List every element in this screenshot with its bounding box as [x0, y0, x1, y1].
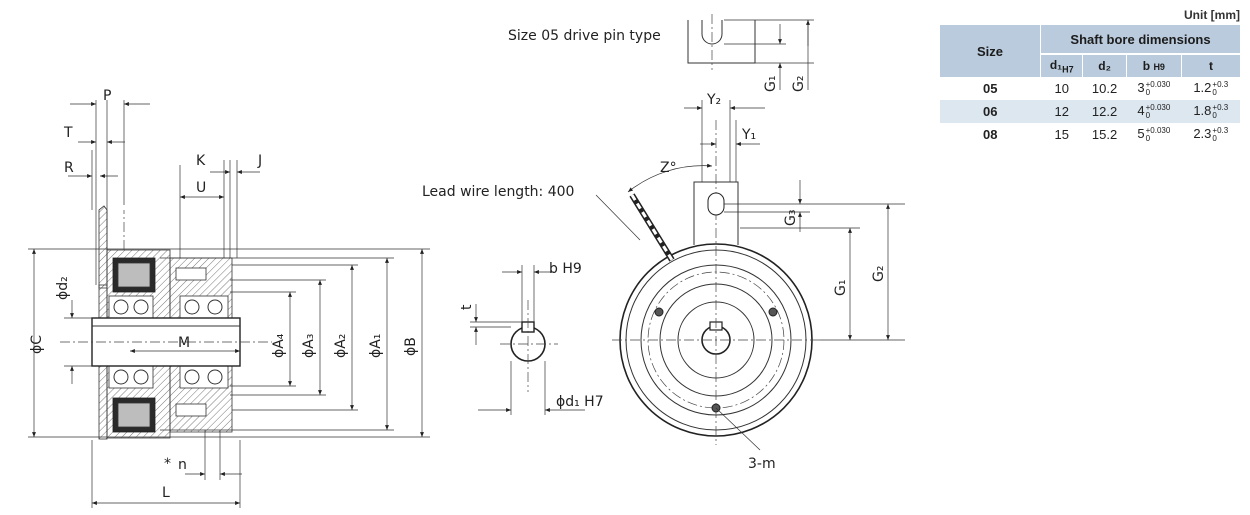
lead-wire-label: Lead wire length: 400 — [422, 184, 574, 200]
unit-label: Unit [mm] — [1184, 8, 1240, 22]
label-phiA3: ϕA₃ — [301, 334, 317, 358]
drive-pin-detail: Size 05 drive pin type G₁ G₂ — [508, 14, 814, 92]
header-t: t — [1181, 54, 1240, 77]
label-phiA4: ϕA₄ — [271, 333, 287, 358]
label-bH9: b H9 — [549, 261, 582, 277]
header-b: b H9 — [1125, 54, 1182, 77]
label-phiC: ϕC — [29, 335, 45, 354]
section-view: P T R K J U M L * n ϕC ϕd₂ — [28, 88, 430, 508]
dimension-table-panel: Unit [mm] Size Shaft bore dimensions d₁H… — [940, 8, 1240, 146]
label-asterisk: * — [164, 456, 171, 472]
label-P: P — [103, 88, 111, 104]
shaft-bore-table: Size Shaft bore dimensions d₁H7 d₂ b H9 … — [940, 25, 1240, 146]
label-L: L — [162, 485, 170, 501]
header-shaft-bore: Shaft bore dimensions — [1040, 25, 1240, 55]
label-G2-top: G₂ — [791, 76, 807, 92]
drive-pin-label: Size 05 drive pin type — [508, 28, 661, 44]
header-d1: d₁H7 — [1039, 54, 1083, 77]
label-phiA1: ϕA₁ — [368, 334, 384, 358]
label-phid2: ϕd₂ — [55, 276, 71, 300]
label-Y2: Y₂ — [706, 92, 721, 108]
label-T: T — [63, 125, 73, 141]
label-M: M — [178, 335, 190, 351]
label-G1-top: G₁ — [763, 76, 779, 92]
label-J: J — [257, 153, 262, 169]
bearings — [108, 295, 229, 389]
header-size: Size — [940, 25, 1041, 77]
label-phiA2: ϕA₂ — [333, 334, 349, 358]
label-Z: Z° — [660, 160, 677, 176]
bore-detail: b H9 t ϕd₁ H7 — [459, 261, 604, 415]
label-R: R — [64, 160, 74, 176]
header-d2: d₂ — [1082, 54, 1127, 77]
label-phid1H7: ϕd₁ H7 — [556, 394, 604, 410]
label-t: t — [459, 304, 475, 310]
label-n: n — [178, 457, 187, 473]
label-U: U — [196, 180, 206, 196]
front-view: Lead wire length: 400 Z° Y₂ Y₁ G₃ G₁ G₂ … — [422, 92, 905, 472]
label-G1-front: G₁ — [833, 280, 849, 296]
label-G3: G₃ — [783, 210, 799, 226]
label-Y1: Y₁ — [741, 127, 756, 143]
label-K: K — [196, 153, 206, 169]
label-phiB: ϕB — [403, 337, 419, 356]
label-G2-front: G₂ — [871, 266, 887, 282]
label-3m: 3-m — [748, 456, 776, 472]
